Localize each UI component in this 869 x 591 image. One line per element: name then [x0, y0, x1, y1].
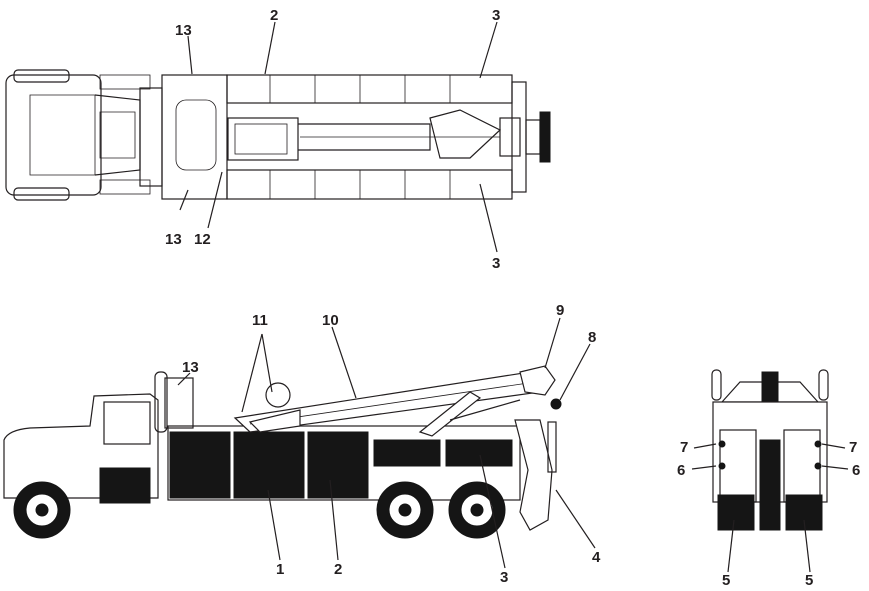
leader-line	[479, 21, 498, 79]
rear-wheel-1	[376, 481, 434, 539]
leader-line	[691, 465, 717, 470]
leader-line	[479, 454, 506, 569]
side-view-wheels	[13, 481, 506, 539]
leader-line	[261, 333, 273, 393]
callout-13-side: 13	[182, 359, 199, 376]
top-view-body	[161, 74, 551, 200]
leader-line	[727, 519, 735, 573]
rear-wheel-2	[448, 481, 506, 539]
rear-view	[711, 369, 829, 531]
rear-view-callouts: 7 7 6 6 5 5	[677, 439, 860, 589]
leader-line	[555, 489, 596, 549]
leader-line	[479, 183, 498, 253]
leader-line	[544, 317, 561, 369]
callout-5-right: 5	[805, 572, 813, 589]
callout-7-left: 7	[680, 439, 688, 456]
side-view-cab	[3, 371, 194, 504]
callout-3-side: 3	[500, 569, 508, 586]
callout-9: 9	[556, 302, 564, 319]
callout-13-bottom: 13	[165, 231, 182, 248]
side-view	[3, 365, 562, 539]
callout-5-left: 5	[722, 572, 730, 589]
leader-line	[264, 21, 276, 75]
leader-line	[329, 479, 339, 561]
leader-line	[559, 343, 591, 401]
top-view-callouts: 13 2 3 13 12 3	[165, 7, 500, 272]
top-view	[5, 69, 551, 201]
top-view-cab	[5, 69, 163, 201]
callout-6-right: 6	[852, 462, 860, 479]
callout-13-top: 13	[175, 22, 192, 39]
callout-12: 12	[194, 231, 211, 248]
leader-line	[179, 189, 189, 211]
callout-3-bottom: 3	[492, 255, 500, 272]
leader-line	[187, 35, 193, 75]
callout-11: 11	[252, 312, 268, 329]
leader-line	[693, 443, 717, 449]
side-view-body	[167, 425, 521, 501]
callout-2-top: 2	[270, 7, 278, 24]
leader-line	[821, 465, 849, 470]
side-view-callouts: 11 10 9 8 13 1 2 3 4	[177, 302, 601, 586]
callout-3-top: 3	[492, 7, 500, 24]
callout-4: 4	[592, 549, 601, 566]
leader-line	[821, 443, 846, 449]
leader-line	[207, 171, 223, 229]
leader-line	[177, 372, 191, 386]
callout-2-side: 2	[334, 561, 342, 578]
callout-6-left: 6	[677, 462, 685, 479]
leader-line	[267, 489, 281, 561]
leader-line	[803, 519, 811, 573]
callout-1: 1	[276, 561, 284, 578]
front-wheel	[13, 481, 71, 539]
side-view-boom-head	[519, 365, 562, 410]
side-view-underlift	[514, 419, 557, 531]
callout-7-right: 7	[849, 439, 857, 456]
callout-10: 10	[322, 312, 339, 329]
callout-8: 8	[588, 329, 596, 346]
leader-line	[241, 333, 263, 413]
leader-line	[331, 326, 357, 399]
